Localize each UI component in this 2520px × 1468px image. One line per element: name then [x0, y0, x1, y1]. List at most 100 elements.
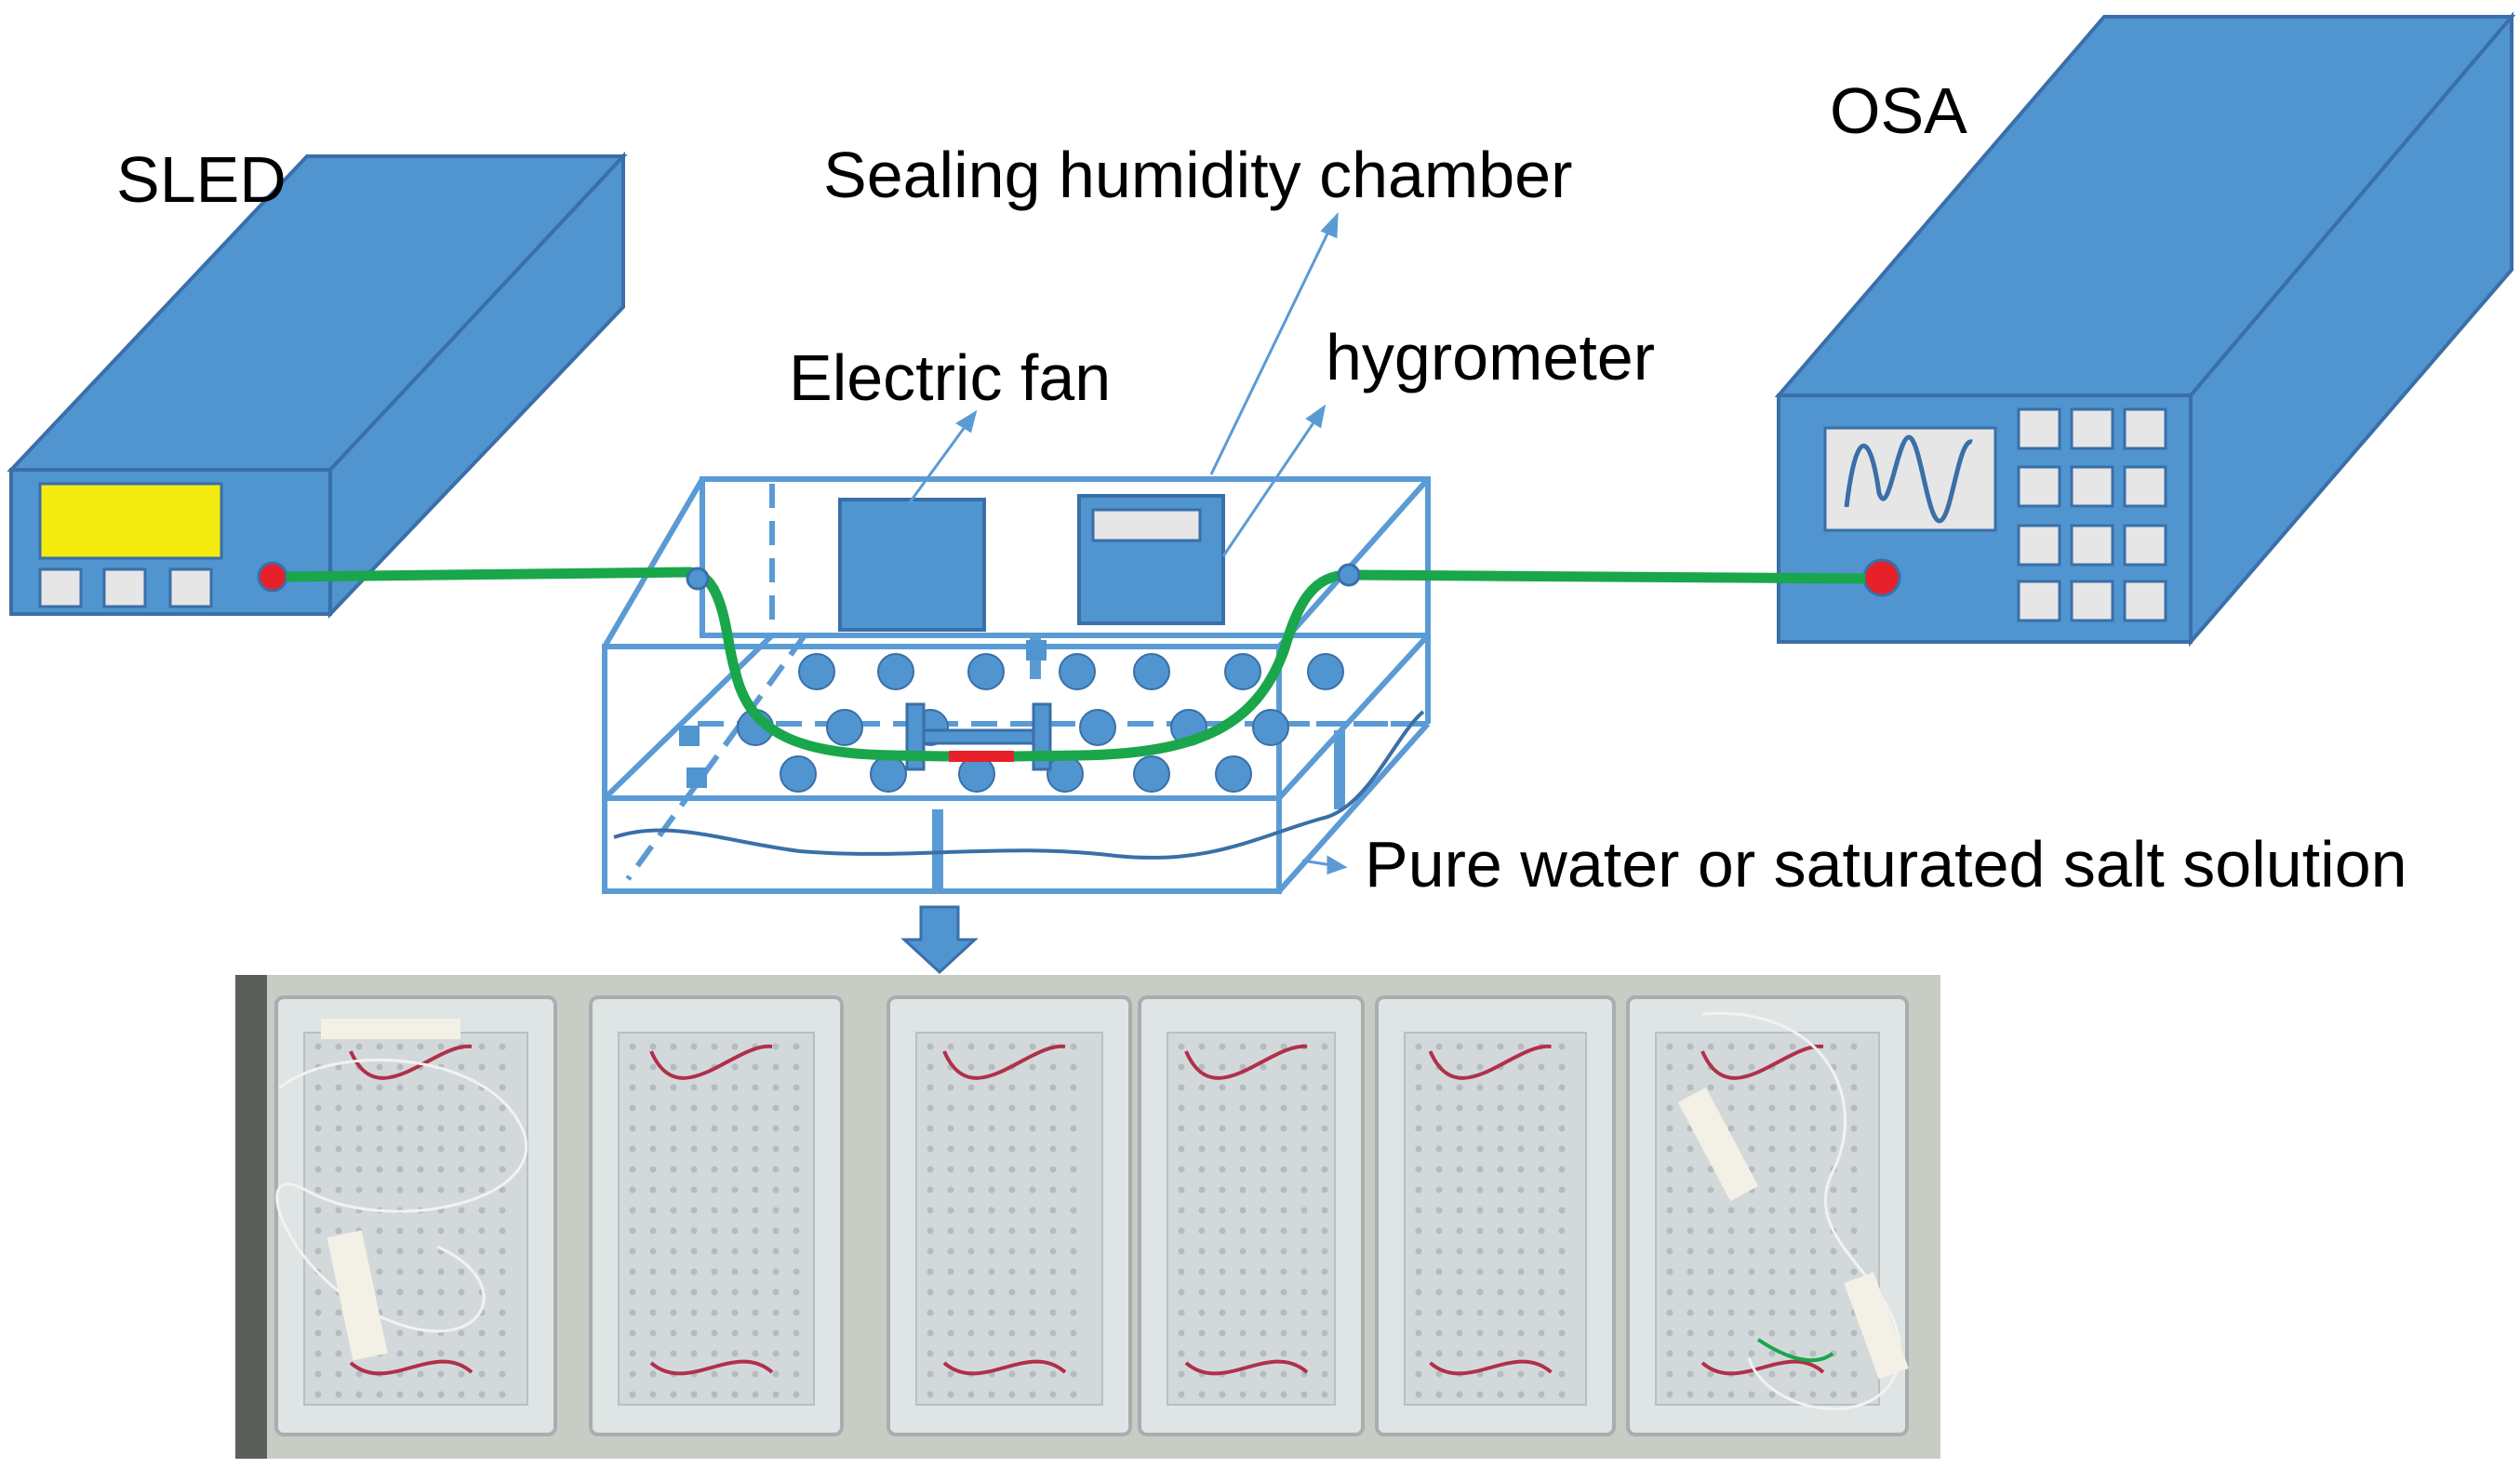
photo-hole: [793, 1125, 800, 1132]
photo-hole: [437, 1166, 445, 1173]
photo-hole: [499, 1391, 506, 1398]
osa-device: [1774, 11, 2516, 647]
photo-hole: [711, 1186, 718, 1194]
photo-hole: [629, 1391, 636, 1398]
photo-hole: [988, 1268, 995, 1275]
photo-hole: [376, 1084, 383, 1091]
photo-hole: [711, 1391, 718, 1398]
photo-hole: [947, 1125, 954, 1132]
photo-hole: [1538, 1391, 1545, 1398]
photo-hole: [1789, 1248, 1796, 1255]
photo-fiber-bottom: [942, 1359, 1067, 1376]
photo-hole: [1260, 1268, 1267, 1275]
water-surface: [613, 710, 1425, 860]
shelf-right-edge: [1276, 633, 1431, 801]
photo-hole: [437, 1084, 445, 1091]
photo-hole: [1070, 1248, 1077, 1255]
photo-hole: [711, 1207, 718, 1214]
photo-hole: [1517, 1248, 1525, 1255]
photo-hole: [793, 1063, 800, 1071]
photo-hole: [1748, 1043, 1755, 1050]
electric-fan: [838, 498, 986, 632]
photo-hole: [1070, 1145, 1077, 1153]
photo-hole: [772, 1248, 780, 1255]
photo-hole: [1178, 1166, 1185, 1173]
photo-hole: [1666, 1145, 1673, 1153]
photo-hole: [478, 1391, 486, 1398]
photo-hole: [1260, 1350, 1267, 1357]
photo-hole: [1219, 1186, 1226, 1194]
photo-hole: [1666, 1227, 1673, 1234]
photo-hole: [927, 1084, 934, 1091]
photo-hole: [927, 1391, 934, 1398]
photo-hole: [1435, 1145, 1443, 1153]
photo-hole: [1029, 1063, 1036, 1071]
photo-hole: [396, 1309, 404, 1316]
photo-hole: [1029, 1227, 1036, 1234]
photo-hole: [1687, 1350, 1694, 1357]
photo-hole: [649, 1268, 657, 1275]
photo-hole: [752, 1268, 759, 1275]
photo-hole: [1435, 1104, 1443, 1112]
photo-hole: [670, 1350, 677, 1357]
photo-hole: [947, 1104, 954, 1112]
photo-hole: [1415, 1248, 1422, 1255]
photo-hole: [1497, 1391, 1504, 1398]
photo-hole: [1497, 1268, 1504, 1275]
photo-hole: [1687, 1227, 1694, 1234]
photo-hole: [988, 1329, 995, 1337]
photo-hole: [1435, 1227, 1443, 1234]
photo-hole: [1280, 1370, 1287, 1378]
photo-hole: [711, 1309, 718, 1316]
photo-hole: [1517, 1350, 1525, 1357]
photo-hole: [1768, 1186, 1776, 1194]
photo-hole: [1517, 1104, 1525, 1112]
photo-hole: [1748, 1084, 1755, 1091]
photo-hole: [1456, 1227, 1463, 1234]
photo-hole: [1517, 1207, 1525, 1214]
photo-hole: [376, 1166, 383, 1173]
photo-hole: [1008, 1125, 1016, 1132]
photo-hole: [1008, 1104, 1016, 1112]
photo-hole: [629, 1043, 636, 1050]
photo-hole: [1538, 1268, 1545, 1275]
shelf-marker-left: [679, 726, 700, 746]
photo-chamber-floor: [303, 1032, 528, 1406]
photo-hole: [1321, 1350, 1328, 1357]
photo-hole: [1666, 1084, 1673, 1091]
photo-hole: [1850, 1145, 1858, 1153]
photo-chamber-floor: [915, 1032, 1103, 1406]
photo-hole: [1300, 1329, 1308, 1337]
photo-hole: [1178, 1186, 1185, 1194]
photo-hole: [1538, 1063, 1545, 1071]
photo-hole: [1435, 1370, 1443, 1378]
photo-hole: [1415, 1043, 1422, 1050]
photo-hole: [478, 1227, 486, 1234]
photo-hole: [314, 1145, 322, 1153]
osa-key-5: [2070, 465, 2114, 508]
photo-hole: [670, 1104, 677, 1112]
photo-hole: [355, 1125, 363, 1132]
photo-hole: [1321, 1084, 1328, 1091]
chamber-edge-bottom-right: [1276, 722, 1431, 893]
photo-hole: [731, 1084, 739, 1091]
photo-hole: [1707, 1043, 1714, 1050]
photo-hole: [1239, 1125, 1247, 1132]
photo-hole: [458, 1248, 465, 1255]
photo-hole: [1239, 1268, 1247, 1275]
photo-hole: [1476, 1166, 1484, 1173]
photo-hole: [690, 1268, 698, 1275]
photo-chamber-floor: [618, 1032, 815, 1406]
photo-hole: [772, 1043, 780, 1050]
photo-hole: [1850, 1350, 1858, 1357]
photo-hole: [437, 1391, 445, 1398]
osa-keypad: [2017, 407, 2167, 622]
photo-hole: [793, 1043, 800, 1050]
photo-hole: [1727, 1309, 1735, 1316]
photo-hole: [1809, 1063, 1817, 1071]
photo-hole: [1768, 1145, 1776, 1153]
photo-hole: [1558, 1288, 1566, 1296]
photo-hole: [1321, 1248, 1328, 1255]
photo-hole: [499, 1125, 506, 1132]
photo-hole: [1517, 1084, 1525, 1091]
